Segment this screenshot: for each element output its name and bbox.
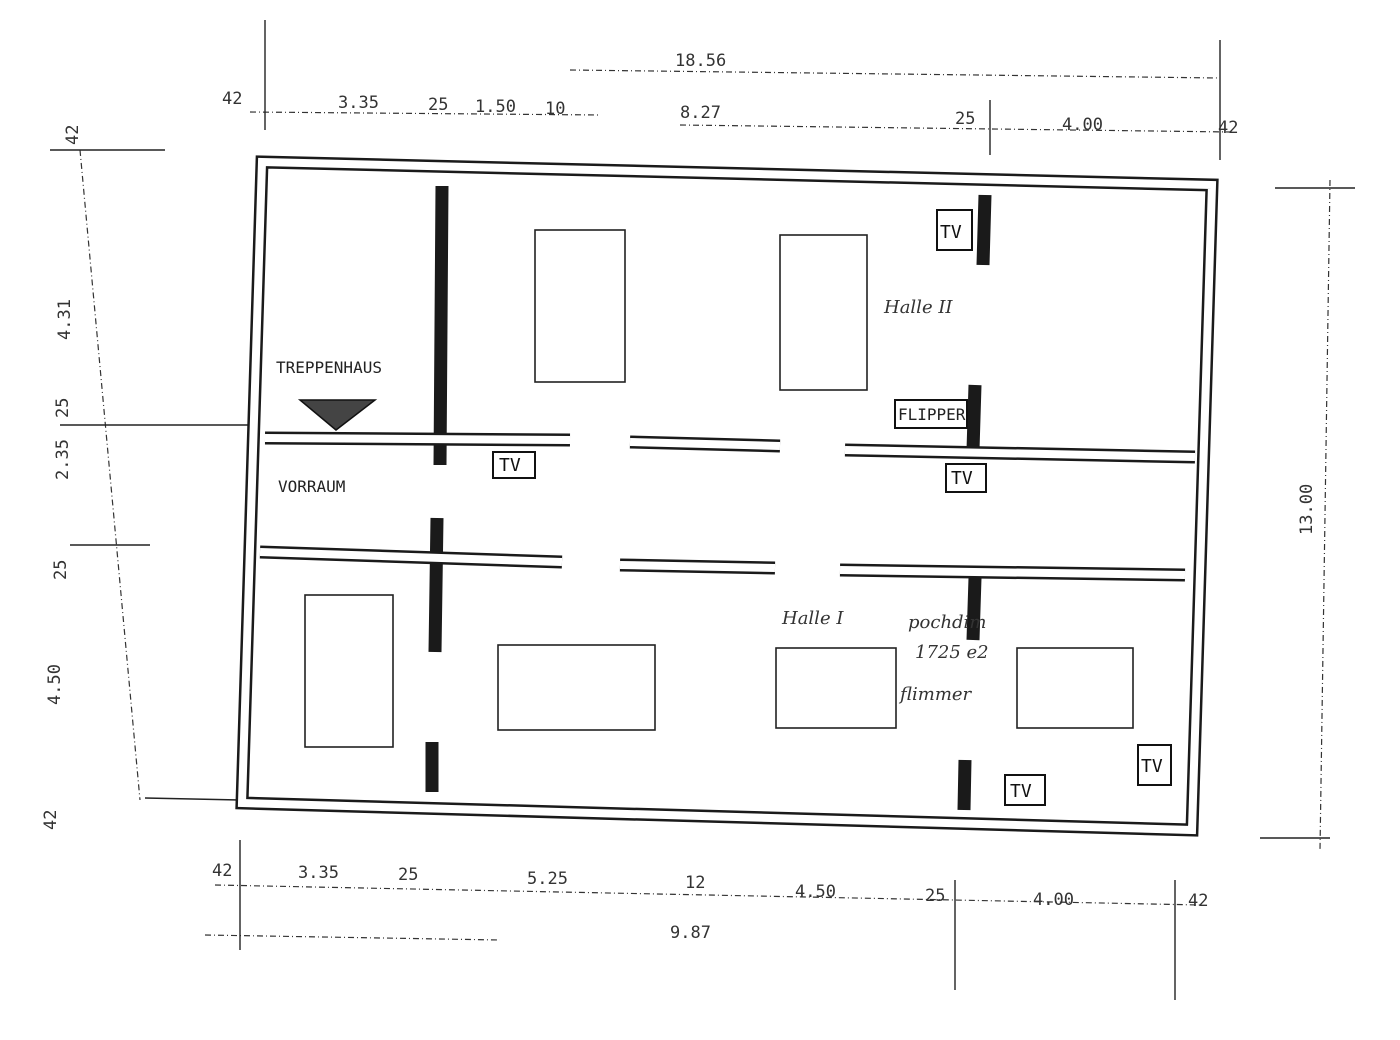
hall-lower-label: Halle I [781, 608, 844, 629]
dim-top: 42 [222, 89, 242, 109]
dim-bottom: 25 [398, 865, 418, 885]
dim-top: 10 [545, 99, 565, 119]
dim-bottom: 25 [925, 886, 945, 906]
tv-fixture: TV [945, 463, 987, 493]
svg-text:TV: TV [1010, 781, 1032, 802]
dim-left: 25 [53, 398, 73, 418]
dim-right-total: 13.00 [1297, 484, 1317, 535]
stair-symbol [297, 399, 378, 431]
handwritten-note: pochdim [908, 612, 986, 633]
dim-left: 2.35 [53, 439, 73, 480]
dim-bottom: 3.35 [298, 863, 339, 883]
tv-fixture: TV [1004, 774, 1046, 806]
tables [304, 229, 1134, 748]
dim-bottom: 12 [685, 873, 705, 893]
dimension-lines [50, 20, 1355, 1000]
dim-bottom: 42 [212, 861, 232, 881]
hall-upper-label: Halle II [883, 297, 953, 318]
stairwell-label: TREPPENHAUS [276, 358, 382, 377]
dim-top: 42 [1218, 118, 1238, 138]
dim-bottom: 42 [1188, 891, 1208, 911]
svg-text:TV: TV [1141, 756, 1163, 777]
tv-fixture: TV [936, 209, 973, 251]
tv-fixture: TV [1137, 744, 1172, 786]
dim-left: 25 [51, 560, 71, 580]
flipper-fixture: FLIPPER [894, 399, 968, 429]
dim-top: 25 [428, 95, 448, 115]
handwritten-note: 1725 e2 [915, 642, 989, 663]
dim-top: 3.35 [338, 93, 379, 113]
dim-left: 4.31 [55, 299, 75, 340]
dim-top: 1.50 [475, 97, 516, 117]
svg-text:TV: TV [499, 455, 521, 476]
dim-top-total: 18.56 [675, 51, 726, 71]
svg-text:TV: TV [951, 468, 973, 489]
dim-top: 8.27 [680, 103, 721, 123]
dim-left: 42 [41, 810, 61, 830]
dim-bottom: 4.50 [795, 882, 836, 902]
dim-top: 4.00 [1062, 115, 1103, 135]
handwritten-note: flimmer [898, 684, 973, 705]
dim-top: 25 [955, 109, 975, 129]
dim-bottom: 4.00 [1033, 890, 1074, 910]
svg-text:TV: TV [940, 222, 962, 243]
walls [235, 155, 1219, 837]
anteroom-label: VORRAUM [278, 477, 345, 496]
dim-bottom-sub: 9.87 [670, 923, 711, 943]
dim-bottom: 5.25 [527, 869, 568, 889]
svg-text:FLIPPER: FLIPPER [898, 405, 966, 424]
dim-left: 42 [63, 125, 83, 145]
dim-left: 4.50 [45, 664, 65, 705]
dim-left-group: 42 4.31 25 2.35 25 4.50 42 13.00 [41, 125, 1317, 830]
tv-fixture: TV [492, 451, 536, 479]
